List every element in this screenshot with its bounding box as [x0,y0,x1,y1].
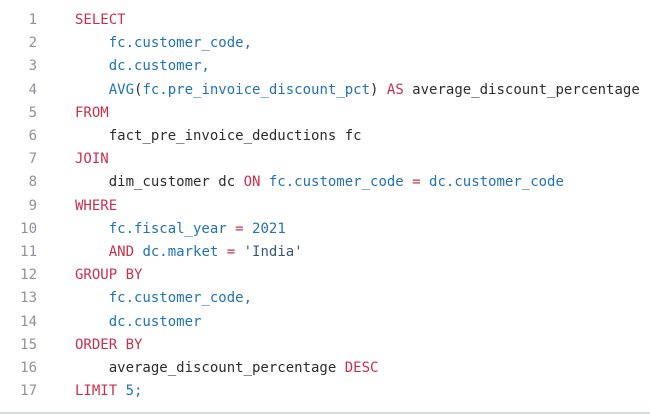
token-plain [75,314,109,330]
code-text: average_discount_percentage DESC [75,357,379,380]
token-keyword: LIMIT [75,383,118,400]
token-plain: ( [134,81,143,98]
code-text: FROM [75,102,109,125]
token-identifier: dc.customer, [108,58,210,75]
token-operator: = [235,220,244,237]
token-keyword: WHERE [75,197,118,214]
token-plain [117,383,125,399]
code-line: 15 ORDER BY [0,334,650,357]
code-line: 14 dc.customer [0,311,650,334]
token-keyword: DESC [344,360,379,377]
code-text: fc.customer_code, [75,32,252,55]
token-identifier: dc.customer_code [429,174,564,191]
token-identifier: fc.customer_code [268,174,404,191]
token-plain [227,221,235,237]
line-number: 7 [28,151,37,168]
token-plain [75,221,109,237]
code-text: fact_pre_invoice_deductions fc [75,125,362,148]
code-line: 10 fc.fiscal_year = 2021 [0,218,650,241]
code-line: 2 fc.customer_code, [0,32,650,55]
code-line: 17 LIMIT 5; [0,380,650,403]
token-plain: dim_customer dc [75,174,244,191]
token-plain [75,290,109,306]
token-plain [235,244,243,260]
token-identifier: fc.customer_code, [108,35,253,52]
line-number: 8 [28,174,37,191]
line-number: 9 [28,197,37,214]
token-plain [421,174,429,190]
code-line: 9 WHERE [0,195,650,218]
line-number: 13 [20,290,37,307]
code-line: 11 AND dc.market = 'India' [0,241,650,264]
code-line: 16 average_discount_percentage DESC [0,357,650,380]
code-text: fc.customer_code, [75,287,252,310]
line-number: 16 [20,360,37,377]
token-plain [75,82,109,98]
token-keyword: SELECT [75,12,126,28]
token-keyword: ORDER BY [75,336,143,353]
code-text: AND dc.market = 'India' [75,241,303,264]
code-text: SELECT [75,9,126,32]
code-line: 8 dim_customer dc ON fc.customer_code = … [0,171,650,194]
line-number: 6 [28,128,37,145]
code-text: fc.fiscal_year = 2021 [75,218,286,241]
token-identifier: fc.pre_invoice_discount_pct [142,81,371,98]
line-number: 12 [20,267,37,284]
token-keyword: FROM [75,104,109,121]
code-text: dim_customer dc ON fc.customer_code = dc… [75,171,564,194]
line-number: 11 [20,244,37,261]
line-number: 3 [28,58,37,75]
line-number: 1 [28,12,37,28]
code-text: WHERE [75,195,117,218]
code-text: dc.customer, [75,55,210,78]
token-plain: fact_pre_invoice_deductions fc [75,128,362,145]
token-identifier: fc.customer_code, [108,290,253,307]
line-number: 2 [28,35,37,52]
code-line: 3 dc.customer, [0,55,650,78]
line-number: 4 [28,81,37,98]
code-line: 6 fact_pre_invoice_deductions fc [0,125,650,148]
token-identifier: dc.market [142,244,219,261]
token-plain [75,58,109,74]
code-line: 7 JOIN [0,148,650,171]
token-keyword: GROUP BY [75,267,143,284]
code-line: 1 SELECT [0,9,650,32]
token-plain: ) [370,81,387,98]
token-string: 'India' [243,244,303,261]
code-line: 5 FROM [0,102,650,125]
token-identifier: dc.customer [108,313,202,330]
token-plain [244,221,252,237]
code-text: AVG(fc.pre_invoice_discount_pct) AS aver… [75,79,640,102]
line-number: 17 [20,383,37,400]
token-number: 2021 [252,220,286,237]
line-number: 5 [28,104,37,121]
code-text: JOIN [75,148,109,171]
code-text: GROUP BY [75,264,142,287]
token-operator: = [226,244,236,261]
code-text: ORDER BY [75,334,142,357]
line-number: 14 [20,313,37,330]
code-line: 12 GROUP BY [0,264,650,287]
token-plain [218,244,226,260]
token-keyword: AS [386,81,404,98]
token-keyword: AND [108,244,135,261]
token-operator: = [412,174,421,191]
token-plain [75,244,109,260]
line-number: 10 [20,220,37,237]
token-keyword: JOIN [75,151,109,168]
token-plain: average_discount_percentage [75,360,345,377]
code-text: LIMIT 5; [75,380,142,403]
token-plain: average_discount_percentage [403,81,640,98]
code-text: dc.customer [75,311,202,334]
line-number: 15 [20,336,37,353]
token-plain [404,174,412,190]
token-keyword: ON [243,174,261,191]
token-identifier: fc.fiscal_year [108,220,227,237]
token-function: AVG [108,81,135,98]
token-plain [75,35,109,51]
code-line: 13 fc.customer_code, [0,287,650,310]
code-line: 4 AVG(fc.pre_invoice_discount_pct) AS av… [0,79,650,102]
token-number: 5; [125,383,143,400]
token-plain [260,174,268,190]
